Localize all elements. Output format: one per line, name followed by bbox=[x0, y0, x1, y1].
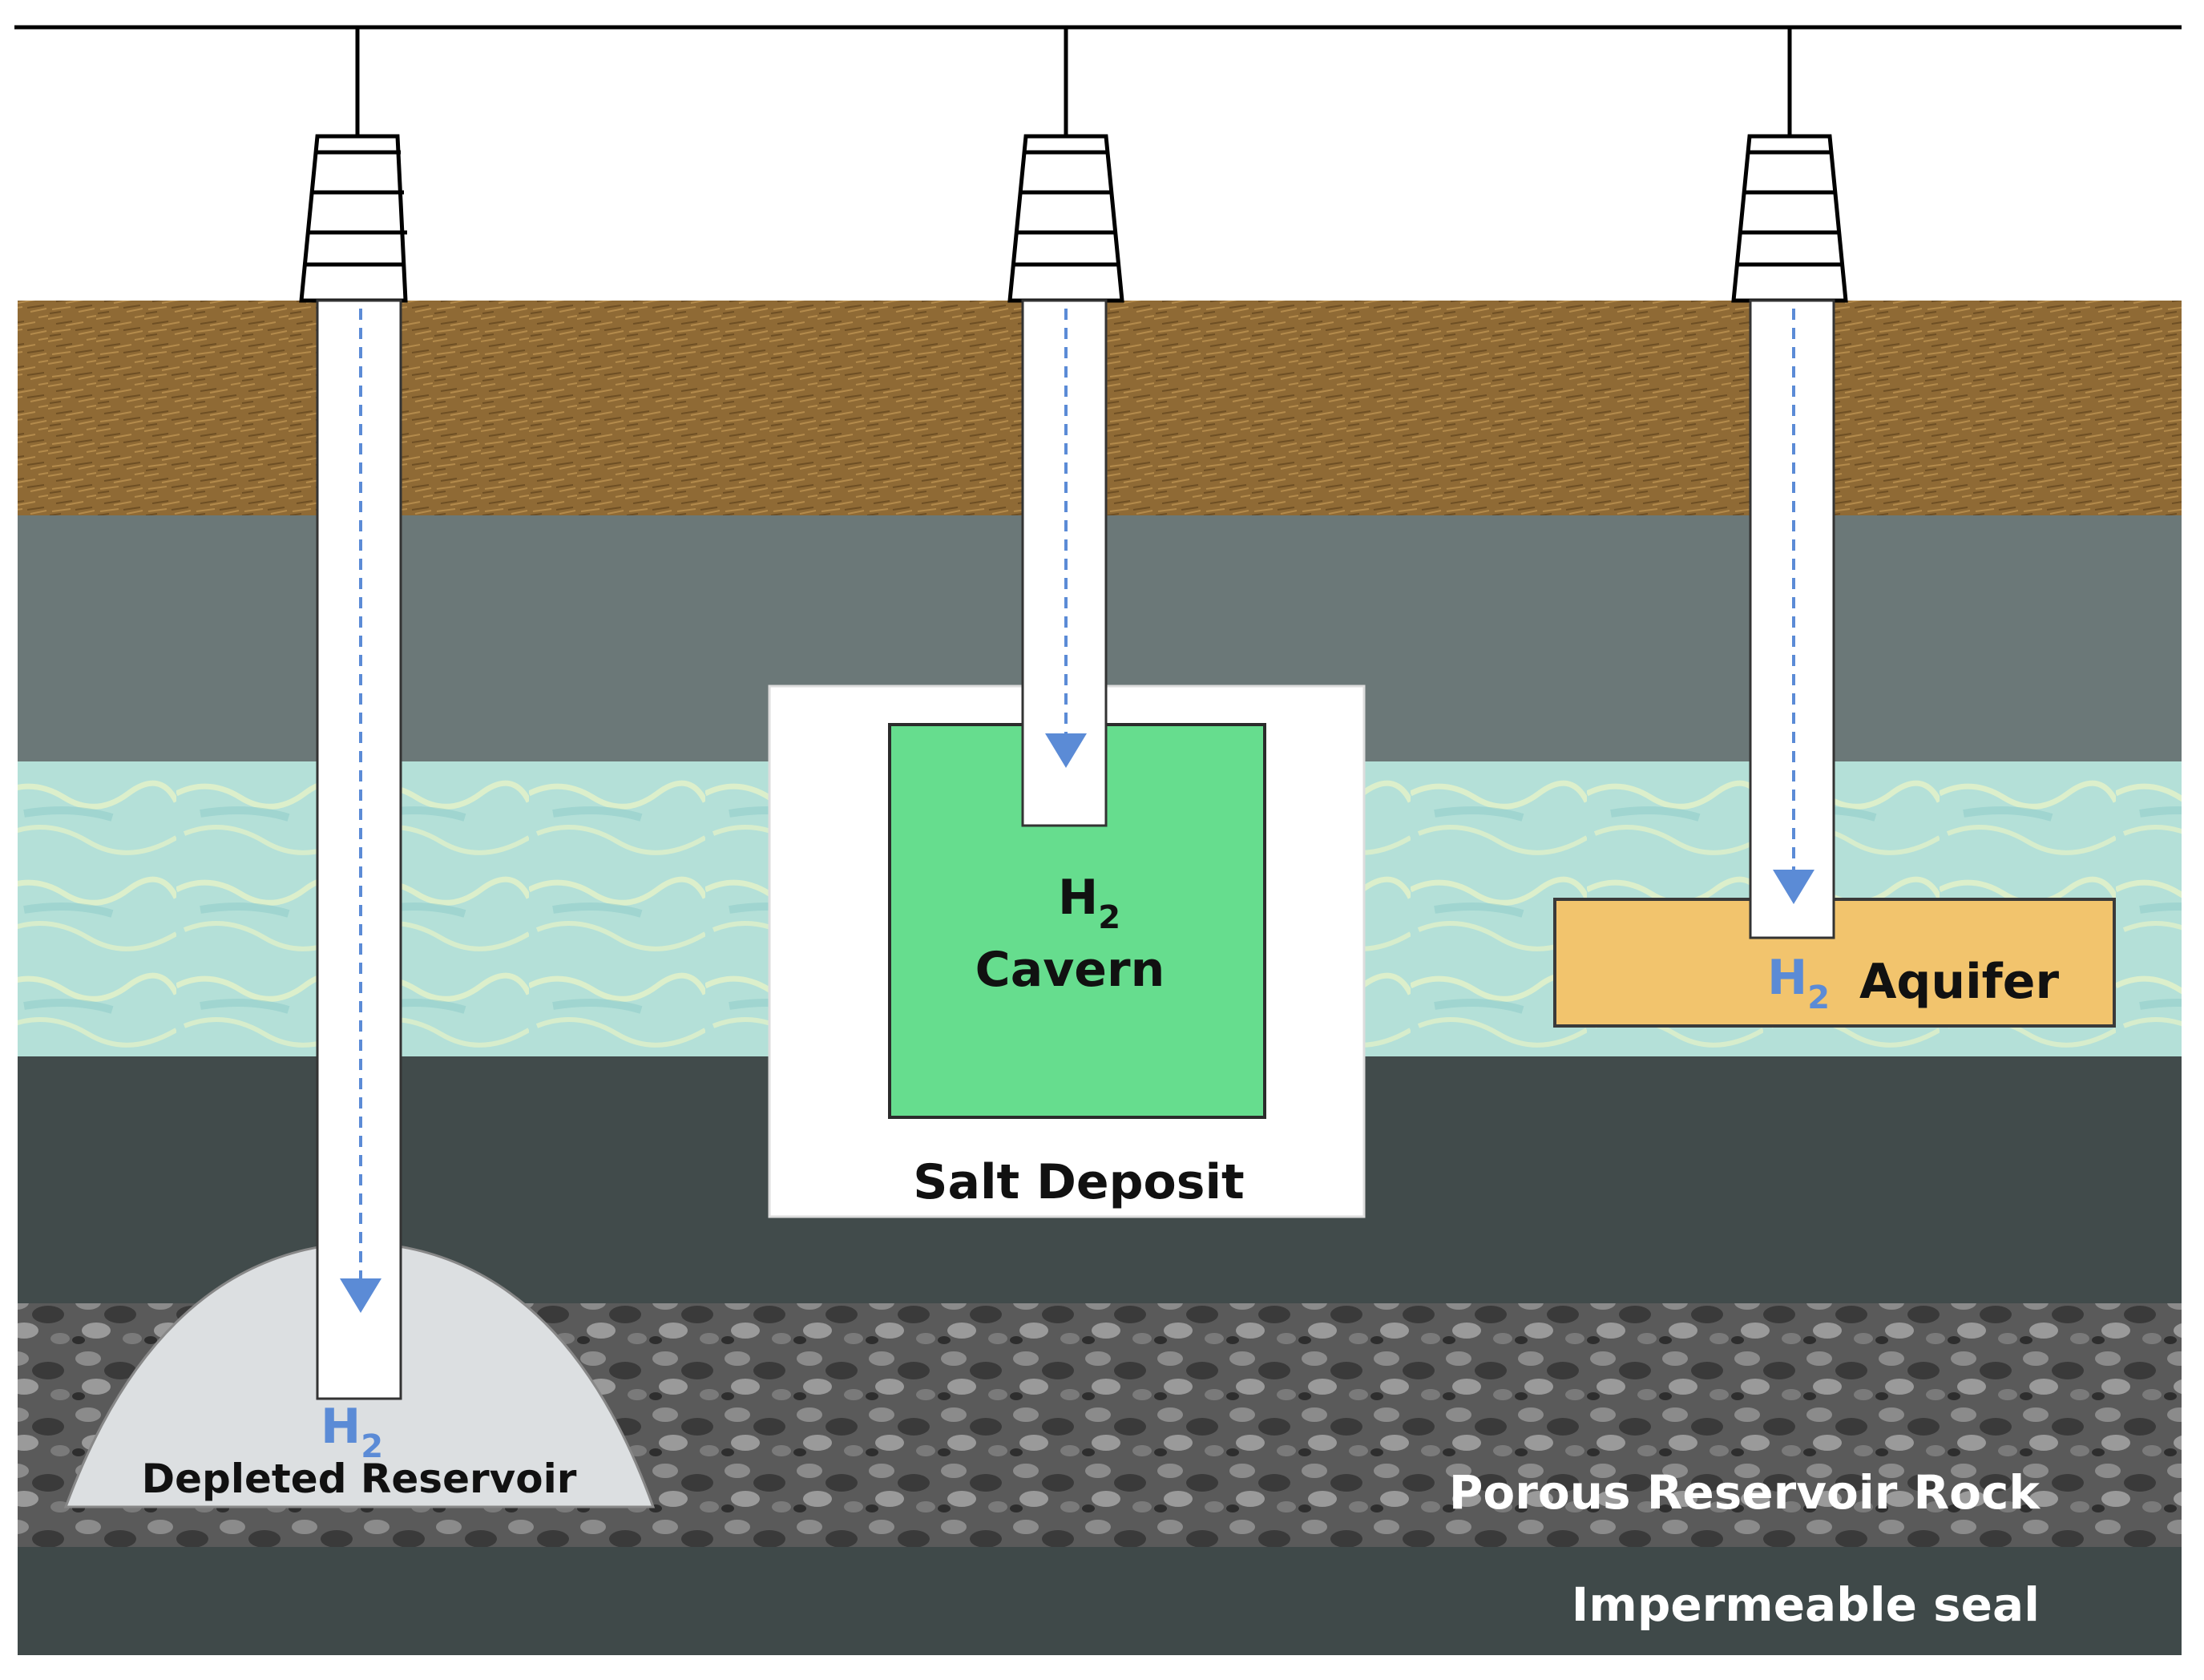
seal-layer bbox=[18, 1547, 2182, 1655]
well-3 bbox=[1731, 27, 1848, 939]
reservoir-h2-label: H2 bbox=[321, 1399, 383, 1465]
cavern-label: Cavern bbox=[975, 942, 1165, 998]
wellhead-icon bbox=[299, 134, 408, 303]
aquifer-h2-label: H2 bbox=[1767, 950, 1830, 1016]
cavern-h2-label: H2 bbox=[1058, 870, 1120, 936]
wellhead-icon bbox=[1731, 134, 1848, 303]
wellhead-icon bbox=[1007, 134, 1124, 303]
well-1 bbox=[299, 27, 408, 1400]
salt-deposit-label: Salt Deposit bbox=[913, 1154, 1244, 1210]
aquifer-label: Aquifer bbox=[1859, 954, 2059, 1010]
impermeable-seal-label: Impermeable seal bbox=[1572, 1577, 2040, 1632]
porous-rock-label: Porous Reservoir Rock bbox=[1449, 1465, 2041, 1520]
well-2 bbox=[1007, 27, 1124, 827]
depleted-reservoir-label: Depleted Reservoir bbox=[142, 1456, 577, 1502]
